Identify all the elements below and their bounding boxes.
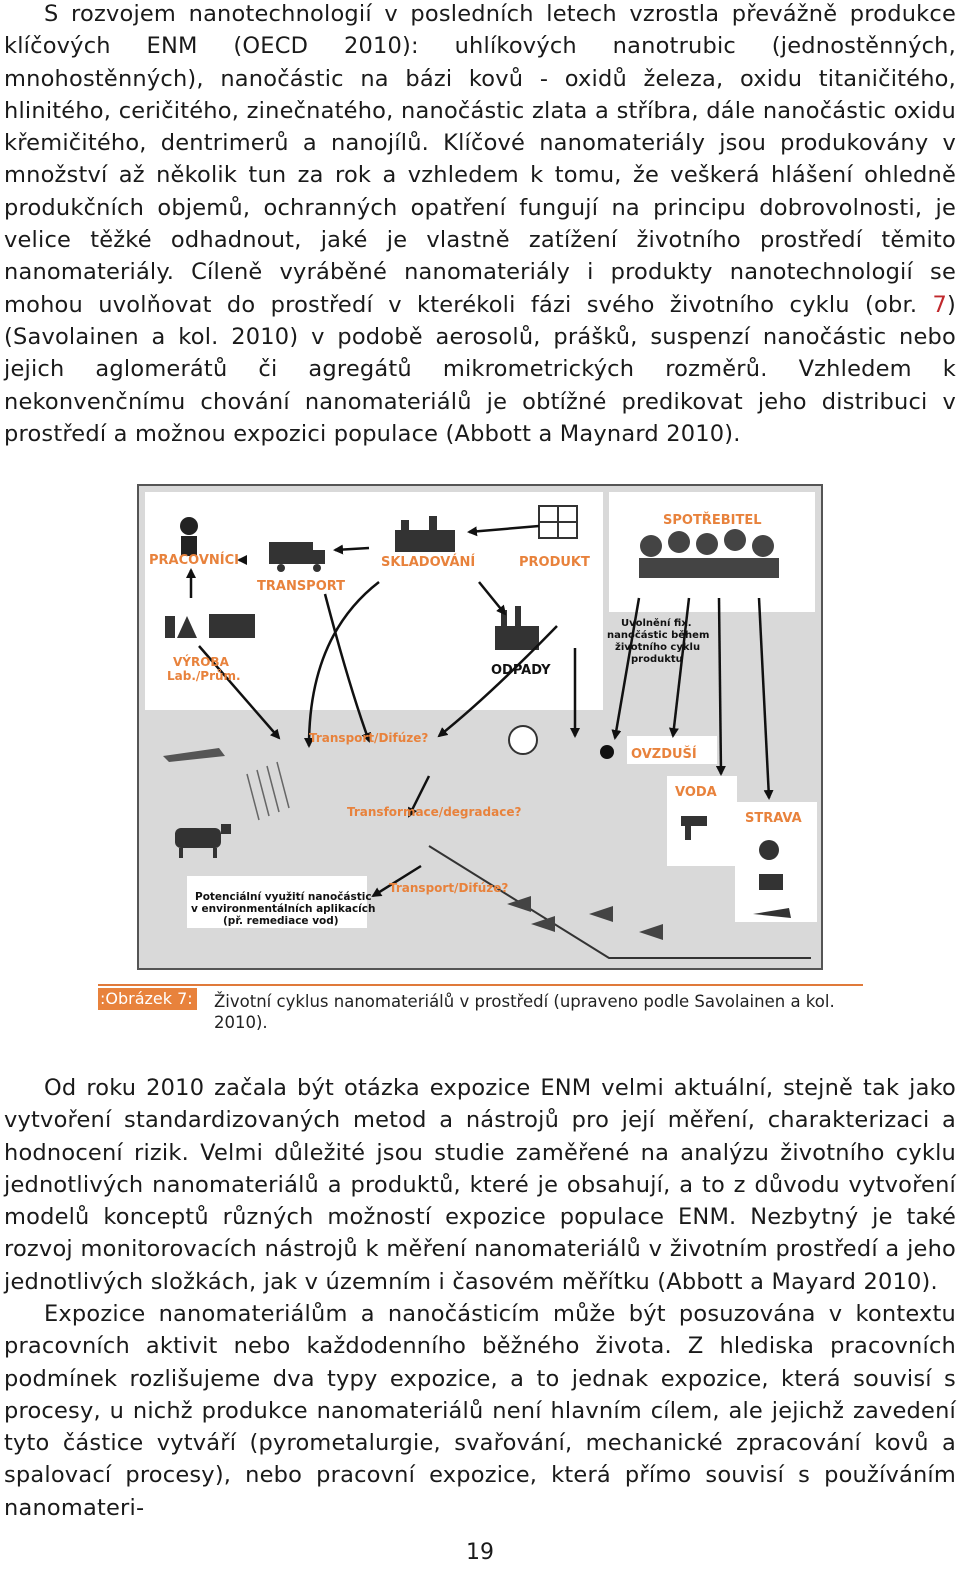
label-transport-difuze-2: Transport/Difúze?	[389, 881, 508, 895]
cow-icon	[175, 824, 231, 858]
label-odpady: ODPADY	[491, 663, 551, 678]
tap-icon	[681, 816, 707, 840]
page-number: 19	[466, 1540, 494, 1565]
label-strava: STRAVA	[745, 811, 802, 826]
factory-icon	[495, 606, 539, 650]
paragraph-1-text-b: ) (Savolainen a kol. 2010) v podobě aero…	[4, 291, 956, 447]
warehouse-icon	[395, 516, 455, 552]
label-transformace: Transformace/degradace?	[347, 805, 521, 819]
label-transport: TRANSPORT	[257, 579, 345, 594]
air-box	[627, 736, 717, 764]
lifecycle-figure: PRACOVNÍCI TRANSPORT SKLADOVÁNÍ PRODUKT …	[137, 484, 823, 970]
label-spotrebitel: SPOTŘEBITEL	[663, 512, 761, 528]
label-skladovani: SKLADOVÁNÍ	[381, 554, 475, 570]
food-icons	[753, 840, 791, 918]
lab-flask-icon	[165, 614, 255, 638]
paragraph-2: Od roku 2010 začala být otázka expozice …	[4, 1075, 956, 1295]
paragraph-1: S rozvojem nanotechnologií v posledních …	[4, 0, 956, 450]
product-box-icon	[538, 505, 578, 539]
label-ovzdusi: OVZDUŠÍ	[631, 746, 697, 762]
caption-text: Životní cyklus nanomateriálů v prostředí…	[214, 992, 835, 1032]
caption-rule	[98, 984, 863, 986]
label-potencialni-vyuziti: Potenciální využití nanočástic v environ…	[191, 891, 379, 927]
truck-icon	[269, 542, 325, 572]
paragraph-1-text-a: S rozvojem nanotechnologií v posledních …	[4, 1, 956, 318]
label-pracovnici: PRACOVNÍCI	[149, 552, 239, 568]
remediation-box	[187, 876, 367, 928]
production-box	[145, 492, 603, 710]
food-box	[735, 802, 817, 922]
label-voda: VODA	[675, 785, 717, 800]
label-uvolneni: Uvolnění fix. nanočástic během životního…	[607, 617, 713, 665]
label-produkt: PRODUKT	[519, 555, 590, 570]
airplane-icon	[163, 748, 225, 762]
label-vyroba: VÝROBA Lab./Prům.	[167, 654, 241, 683]
lifecycle-diagram: PRACOVNÍCI TRANSPORT SKLADOVÁNÍ PRODUKT …	[145, 492, 817, 959]
node-dot	[600, 745, 614, 759]
paragraph-3: Expozice nanomateriálům a nanočásticím m…	[4, 1301, 956, 1521]
worker-icon	[180, 517, 198, 556]
label-transport-difuze-1: Transport/Difúze?	[309, 731, 428, 745]
fish-icons	[507, 896, 663, 940]
consumers-icon	[639, 529, 779, 578]
figure-reference-link[interactable]: 7	[932, 291, 948, 318]
sun-icon	[508, 725, 538, 755]
caption-tag: :Obrázek 7:	[98, 988, 197, 1010]
